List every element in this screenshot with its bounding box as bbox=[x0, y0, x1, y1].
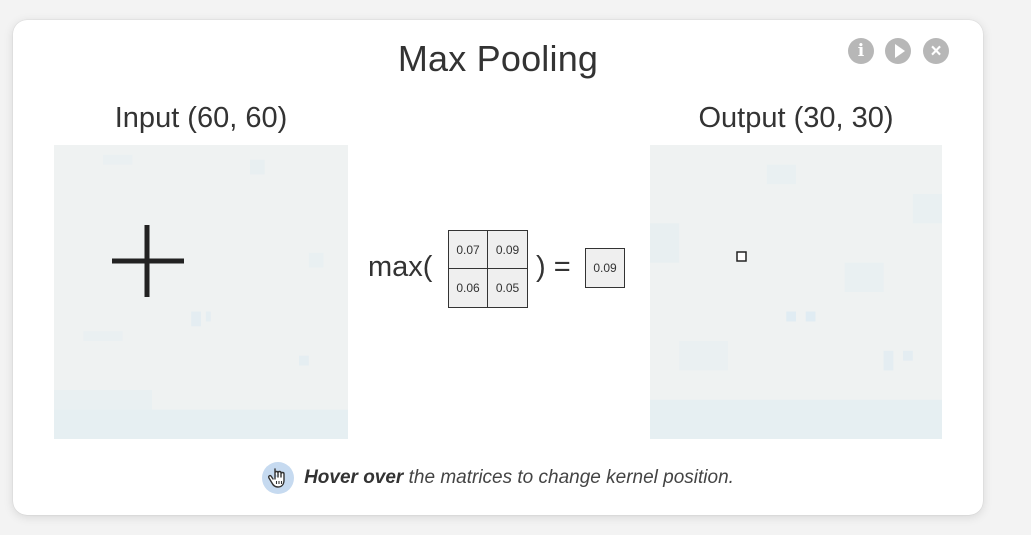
input-matrix[interactable] bbox=[54, 145, 348, 439]
close-glyph: × bbox=[930, 40, 942, 62]
close-icon[interactable]: × bbox=[923, 38, 949, 64]
play-icon[interactable] bbox=[885, 38, 911, 64]
output-matrix[interactable] bbox=[650, 145, 942, 439]
matrix-pixel bbox=[308, 252, 324, 268]
matrix-pixel bbox=[766, 164, 796, 185]
kernel-cell: 0.05 bbox=[488, 269, 527, 307]
pooling-equation: max( 0.07 0.09 0.06 0.05 ) = 0.09 bbox=[368, 230, 628, 310]
matrix-pixel bbox=[912, 194, 942, 224]
matrix-pixel bbox=[54, 409, 348, 439]
matrix-pixel bbox=[650, 399, 942, 439]
equals-label: ) = bbox=[536, 251, 571, 283]
matrix-pixel bbox=[679, 341, 728, 371]
kernel-matrix: 0.07 0.09 0.06 0.05 bbox=[448, 230, 528, 308]
max-function-label: max( bbox=[368, 251, 433, 283]
matrix-pixel bbox=[250, 159, 265, 175]
matrix-pixel bbox=[805, 311, 816, 322]
matrix-pixel bbox=[903, 350, 913, 361]
max-pooling-modal: Max Pooling i × Input (60, 60) Output (3… bbox=[13, 20, 983, 515]
matrix-pixel bbox=[299, 355, 309, 366]
matrix-pixel bbox=[83, 331, 123, 341]
matrix-pixel bbox=[205, 311, 211, 322]
matrix-pixel bbox=[786, 311, 796, 322]
matrix-pixel bbox=[191, 311, 201, 327]
matrix-pixel bbox=[844, 262, 884, 292]
output-label: Output (30, 30) bbox=[698, 102, 894, 134]
kernel-cell: 0.09 bbox=[488, 231, 527, 269]
matrix-pixel bbox=[103, 154, 133, 165]
play-triangle bbox=[894, 44, 905, 58]
hint-bold-text: Hover over bbox=[304, 467, 404, 488]
kernel-cell: 0.06 bbox=[449, 269, 488, 307]
input-label: Input (60, 60) bbox=[114, 102, 288, 134]
matrix-background bbox=[54, 145, 348, 439]
hint-text: the matrices to change kernel position. bbox=[408, 467, 734, 488]
hand-pointer-icon bbox=[262, 462, 295, 494]
hover-hint: Hover over the matrices to change kernel… bbox=[13, 462, 983, 494]
result-value: 0.09 bbox=[585, 248, 625, 288]
matrix-pixel bbox=[54, 390, 152, 410]
modal-title: Max Pooling bbox=[397, 38, 599, 79]
matrix-pixel bbox=[883, 350, 894, 371]
kernel-cell: 0.07 bbox=[449, 231, 488, 269]
matrix-pixel bbox=[650, 223, 680, 263]
output-highlight-cell bbox=[736, 251, 747, 262]
info-glyph: i bbox=[857, 41, 865, 61]
info-icon[interactable]: i bbox=[848, 38, 874, 64]
matrix-background bbox=[650, 145, 942, 439]
